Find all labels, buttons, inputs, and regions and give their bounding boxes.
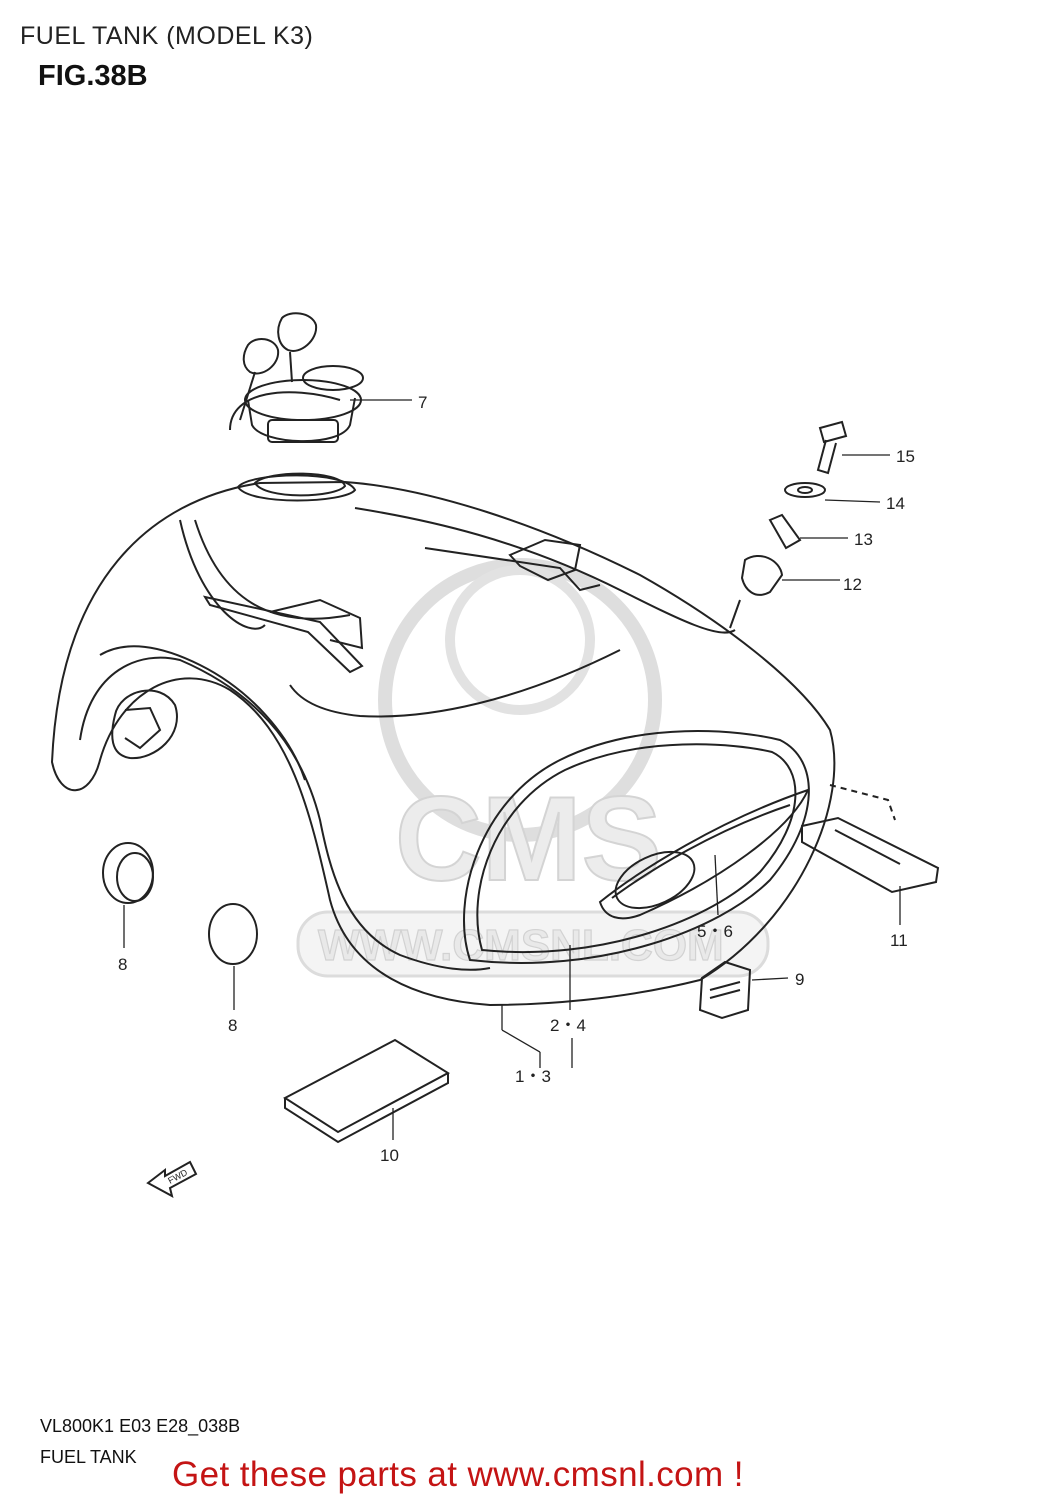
callout-7: 7 xyxy=(418,393,427,412)
callout-15: 15 xyxy=(896,447,915,466)
tank-emblem xyxy=(598,788,810,920)
mounting-hardware xyxy=(729,420,848,629)
tank-mount-rubber xyxy=(801,816,940,894)
leader-lines xyxy=(123,399,901,1140)
callout-8-upper: 8 xyxy=(118,955,127,974)
callout-11: 11 xyxy=(890,931,908,950)
page-title: FUEL TANK (MODEL K3) xyxy=(20,22,314,50)
callout-13: 13 xyxy=(854,530,873,549)
callout-8-lower: 8 xyxy=(228,1016,237,1035)
clip-part xyxy=(698,960,752,1020)
callout-10: 10 xyxy=(380,1146,399,1165)
cms-watermark: CMS WWW.CMSNL.COM xyxy=(296,558,770,978)
watermark-url: WWW.CMSNL.COM xyxy=(318,921,724,970)
fuel-tank xyxy=(50,391,896,1007)
pad-part xyxy=(283,1038,450,1144)
callout-12: 12 xyxy=(843,575,862,594)
callout-2-4: 2・4 xyxy=(550,1016,586,1035)
callout-5-6: 5・6 xyxy=(697,922,733,941)
cta-link-text[interactable]: Get these parts at www.cmsnl.com ! xyxy=(172,1455,744,1494)
diagram-code: VL800K1 E03 E28_038B xyxy=(40,1416,241,1436)
diagram-name: FUEL TANK xyxy=(40,1447,137,1467)
cap-parts xyxy=(102,842,258,965)
forward-arrow-icon: FWD xyxy=(146,1160,198,1198)
figure-number: FIG.38B xyxy=(38,60,148,92)
callout-9: 9 xyxy=(795,970,804,989)
callout-1-3: 1・3 xyxy=(515,1067,551,1086)
callout-14: 14 xyxy=(886,494,905,513)
fuel-cap xyxy=(239,312,364,443)
watermark-cms: CMS xyxy=(395,772,662,906)
